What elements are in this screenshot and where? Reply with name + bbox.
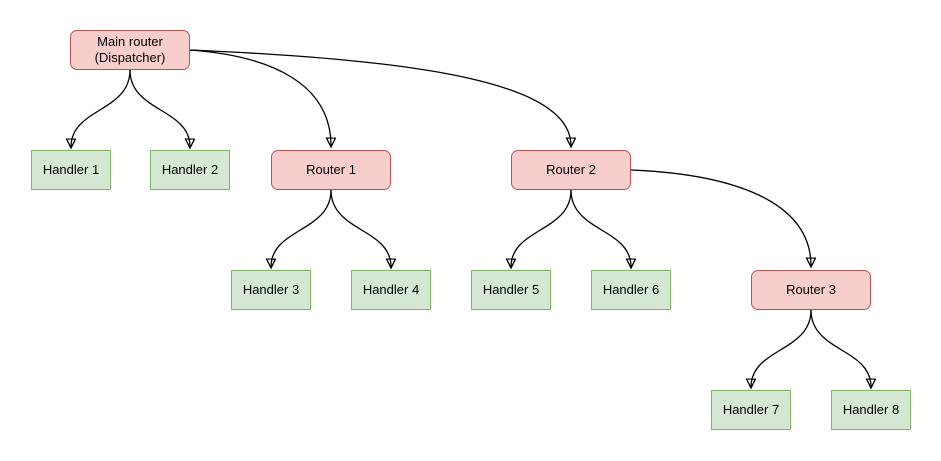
edge-main-handler2 — [129, 69, 190, 147]
node-handler-2: Handler 2 — [150, 150, 230, 190]
edge-router2-router3 — [630, 169, 811, 266]
node-handler-1: Handler 1 — [31, 150, 111, 190]
edge-router2-handler6 — [570, 189, 631, 267]
node-handler-7: Handler 7 — [711, 390, 791, 430]
edge-main-handler1 — [71, 69, 131, 147]
node-router-2: Router 2 — [511, 150, 631, 190]
edge-main-router1 — [189, 49, 331, 146]
node-handler-5: Handler 5 — [471, 270, 551, 310]
node-handler-8: Handler 8 — [831, 390, 911, 430]
node-handler-4: Handler 4 — [351, 270, 431, 310]
node-handler-3: Handler 3 — [231, 270, 311, 310]
edge-main-router2 — [189, 49, 571, 146]
edge-router1-handler3 — [271, 189, 332, 267]
node-router-1: Router 1 — [271, 150, 391, 190]
edge-router2-handler5 — [511, 189, 572, 267]
edge-router3-handler8 — [810, 309, 871, 387]
edge-router1-handler4 — [330, 189, 391, 267]
node-handler-6: Handler 6 — [591, 270, 671, 310]
edge-router3-handler7 — [751, 309, 812, 387]
node-router-3: Router 3 — [751, 270, 871, 310]
node-main-router: Main router (Dispatcher) — [70, 30, 190, 70]
